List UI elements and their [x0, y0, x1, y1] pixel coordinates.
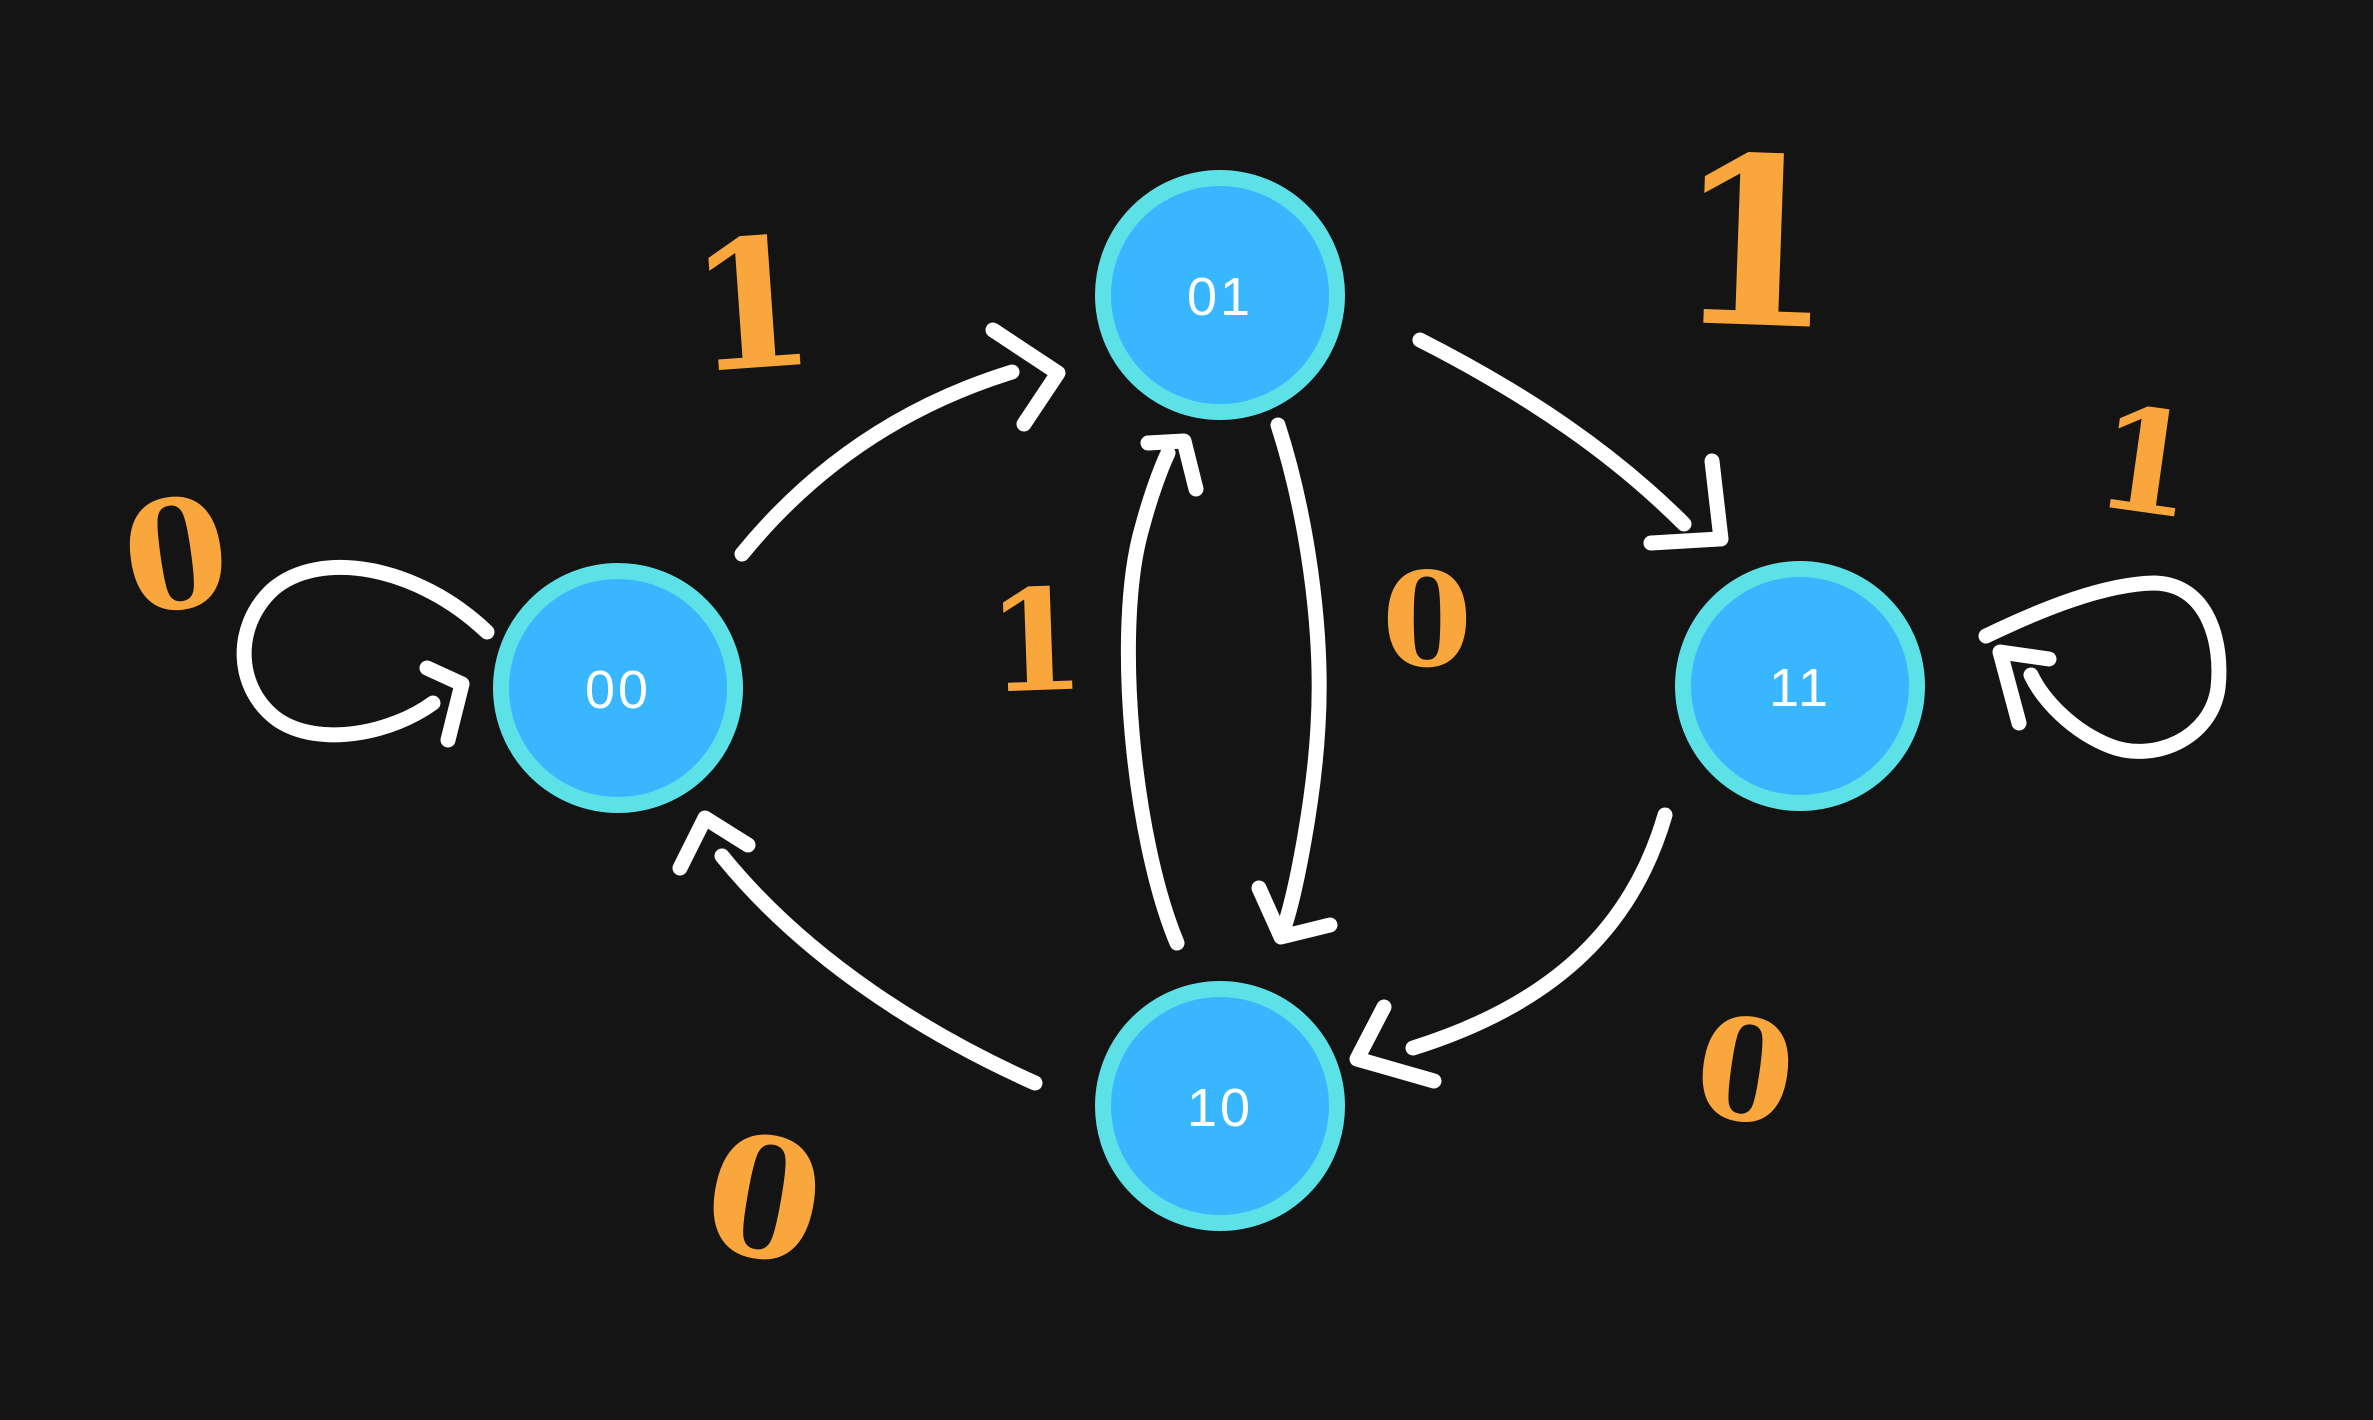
- transition-00-self-loop: [236, 559, 495, 743]
- state-00-label: 00: [585, 660, 651, 720]
- state-nodes: [493, 170, 1925, 1231]
- transition-label-01-to-11: 1: [1670, 104, 1841, 382]
- transition-00-to-01-arrowhead-icon: [985, 322, 1066, 432]
- transition-01-to-11-arrowhead-icon: [1643, 453, 1729, 551]
- transition-11-to-10-curve: [1405, 807, 1673, 1056]
- state-node-fills: [493, 170, 1925, 1231]
- state-00-circle: [493, 563, 743, 813]
- transition-labels: 0 1 1 1 1 0 0 0: [112, 104, 2206, 1305]
- transition-01-to-11-curve: [1412, 332, 1692, 532]
- transition-label-01-to-10: 0: [1382, 544, 1472, 697]
- transition-00-self-arrowhead-icon: [419, 660, 470, 748]
- state-01-circle: [1095, 170, 1345, 420]
- transition-01-to-10-arrowhead-icon: [1251, 880, 1338, 945]
- state-labels: 00 01 11 10: [585, 267, 1831, 1138]
- state-10-circle: [1095, 981, 1345, 1231]
- state-11-label: 11: [1769, 658, 1831, 718]
- state-11-circle: [1675, 561, 1925, 811]
- transition-10-to-01-curve: [1120, 445, 1185, 951]
- transition-10-to-00-curve: [714, 848, 1043, 1091]
- transition-00-to-01-curve: [734, 364, 1020, 562]
- transition-label-11-self: 1: [2086, 374, 2207, 552]
- transition-10-to-00-arrowhead-icon: [672, 810, 756, 876]
- transition-arrows: [236, 322, 2227, 1091]
- transition-label-10-to-01: 1: [984, 558, 1087, 725]
- state-10-label: 10: [1187, 1078, 1253, 1138]
- transition-11-self-loop: [1978, 575, 2227, 759]
- transition-label-00-to-01: 1: [683, 196, 821, 413]
- transition-10-to-01-arrowhead-icon: [1140, 433, 1204, 497]
- transition-11-to-10-arrowhead-icon: [1349, 999, 1442, 1089]
- transition-01-to-10-curve: [1270, 417, 1327, 936]
- state-01-label: 01: [1187, 267, 1253, 327]
- transition-11-self-arrowhead-icon: [1992, 644, 2057, 731]
- transition-label-00-self: 0: [112, 462, 240, 651]
- transition-label-11-to-10: 0: [1685, 984, 1804, 1160]
